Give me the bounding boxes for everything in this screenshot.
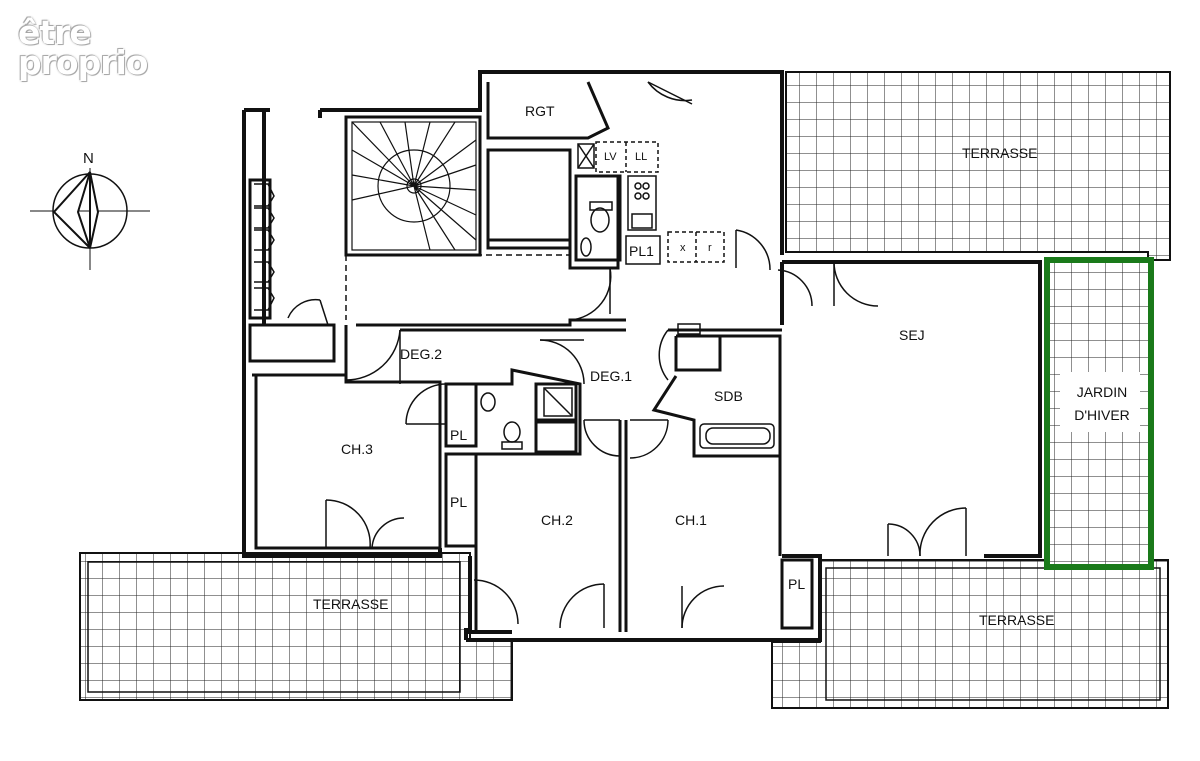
kitchen-equipment xyxy=(577,141,725,265)
terrace-sw xyxy=(79,552,513,701)
room-label-pl-a: PL xyxy=(450,427,468,443)
room-label-sdb: SDB xyxy=(714,388,743,404)
room-label-pl-c: PL xyxy=(788,576,806,592)
room-label-terrasse-sw: TERRASSE xyxy=(313,596,389,612)
jardin-d-hiver-area xyxy=(1047,260,1151,567)
room-label-r: r xyxy=(708,242,712,254)
room-label-lv: LV xyxy=(604,151,617,163)
terrace-se xyxy=(771,559,1169,709)
room-label-ch1: CH.1 xyxy=(675,512,707,528)
room-label-rgt: RGT xyxy=(525,103,555,119)
watermark-logo: être proprio xyxy=(18,13,148,82)
jardin-d-hiver-highlight xyxy=(1044,257,1154,570)
room-label-ch2: CH.2 xyxy=(541,512,573,528)
west-wall-cabinets xyxy=(254,183,275,311)
room-label-pl-b: PL xyxy=(450,494,468,510)
room-label-ll: LL xyxy=(635,151,648,163)
room-label-jardin-line2: D'HIVER xyxy=(1074,407,1130,423)
room-label-deg2: DEG.2 xyxy=(400,346,443,362)
room-label-terrasse-se: TERRASSE xyxy=(979,612,1055,628)
compass-north-label: N xyxy=(83,150,94,167)
exterior-walls xyxy=(242,70,1042,642)
terrace-ne xyxy=(785,71,1171,261)
room-label-sej: SEJ xyxy=(899,327,925,343)
room-label-pl1: PL1 xyxy=(629,243,654,259)
interior-walls xyxy=(248,81,814,632)
room-label-terrasse-ne: TERRASSE xyxy=(962,145,1038,161)
watermark-line-2: proprio xyxy=(18,43,148,82)
room-label-ch3: CH.3 xyxy=(341,441,373,457)
room-label-deg1: DEG.1 xyxy=(590,368,633,384)
sanitary-fixtures xyxy=(480,323,775,450)
spiral-staircase xyxy=(351,121,477,251)
watermark-line-1: être xyxy=(18,13,92,52)
doors xyxy=(287,81,967,629)
room-label-x: x xyxy=(680,242,686,254)
compass-icon xyxy=(30,168,150,270)
room-label-jardin-line1: JARDIN xyxy=(1076,384,1128,400)
